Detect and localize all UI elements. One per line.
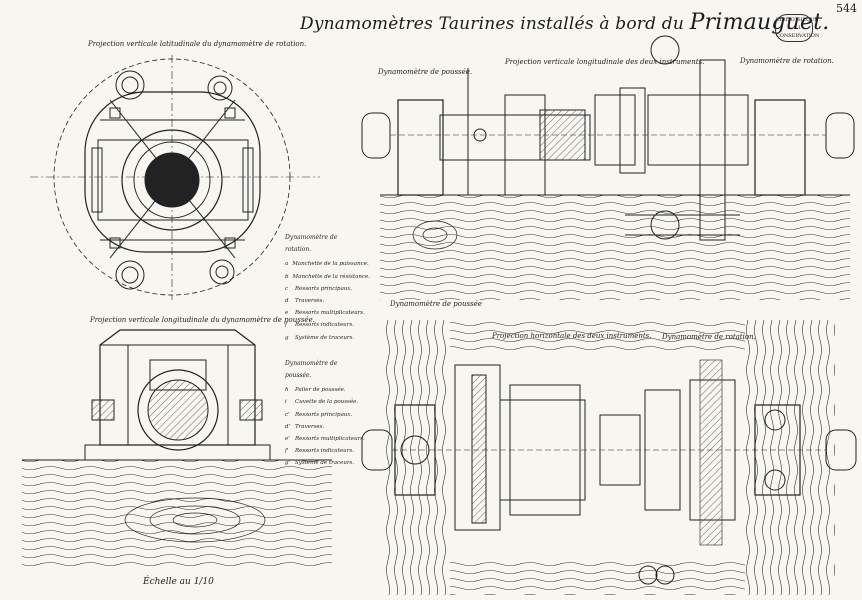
legend-rotation-heading: Dynamomètre de rotation. bbox=[285, 234, 338, 254]
title-main: Dynamomètres Taurines installés à bord d… bbox=[300, 14, 685, 34]
vertical-projection-both bbox=[361, 35, 855, 300]
legend-item: f'Ressorts indicateurs. bbox=[285, 448, 354, 455]
thrust-longitudinal-section bbox=[22, 329, 332, 570]
page-number: 544 bbox=[836, 2, 857, 15]
rotation-cross-section bbox=[30, 55, 320, 300]
library-stamp: BIBLIOTHÈQUE 1 ... 1 CONSERVATION bbox=[775, 14, 820, 42]
scale-label: Échelle au 1/10 bbox=[143, 577, 214, 587]
label-rotation-top: Dynamomètre de rotation. bbox=[740, 57, 834, 65]
caption-horizontal-projection: Projection horizontale des deux instrume… bbox=[492, 332, 652, 340]
legend-item: g'Système de traceurs. bbox=[285, 460, 355, 467]
stamp-line-1: BIBLIOTHÈQUE bbox=[776, 17, 819, 23]
label-rotation-bottom: Dynamomètre de rotation. bbox=[662, 333, 756, 341]
legend-thrust-heading: Dynamomètre de poussée. bbox=[285, 359, 338, 380]
caption-vertical-projection: Projection verticale longitudinale des d… bbox=[505, 58, 705, 66]
horizontal-projection-both bbox=[361, 320, 857, 595]
caption-rotation-cross-section: Projection verticale latitudinale du dyn… bbox=[88, 40, 307, 48]
legend-item: d'Traverses. bbox=[285, 423, 325, 430]
label-thrust-bottom: Dynamomètre de poussée bbox=[390, 300, 482, 308]
stamp-line-2: 1 ... 1 bbox=[786, 25, 802, 31]
legend-item: e'Ressorts multiplicateurs. bbox=[285, 436, 365, 443]
caption-thrust-longitudinal: Projection verticale longitudinale du dy… bbox=[90, 316, 315, 324]
stamp-line-3: CONSERVATION bbox=[776, 33, 820, 39]
label-thrust-top: Dynamomètre de poussée. bbox=[378, 68, 473, 76]
legend-item: c'Ressorts principaux. bbox=[285, 411, 353, 418]
